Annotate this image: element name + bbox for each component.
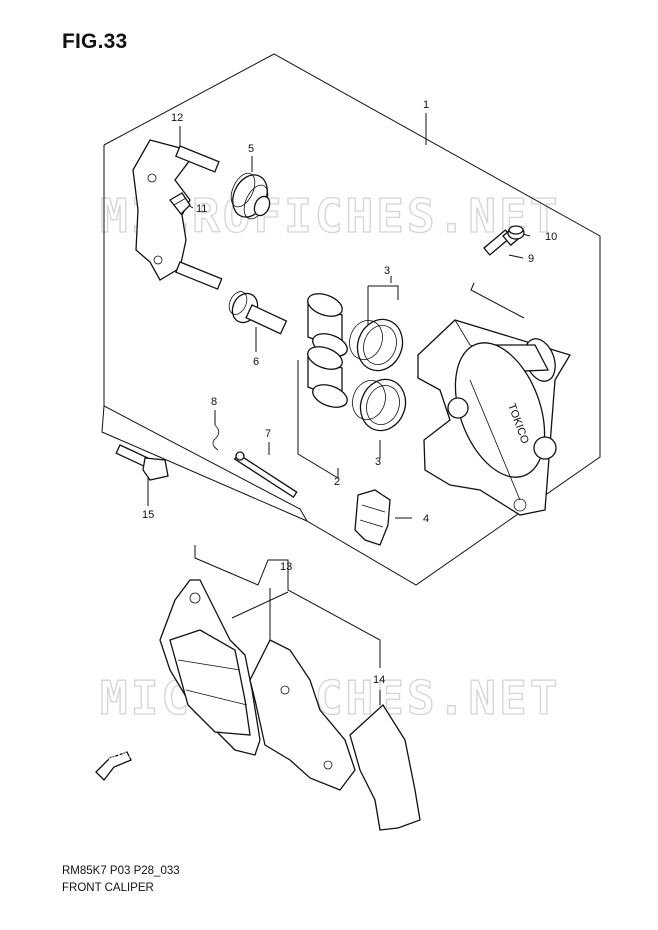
callout-6: 6 — [253, 356, 259, 368]
callout-13: 13 — [280, 561, 292, 573]
brake-pad-13a — [159, 579, 261, 756]
caliper-bracket-12 — [132, 139, 223, 290]
pad-pin-7 — [233, 451, 298, 499]
callout-12: 12 — [171, 112, 183, 124]
document-code: RM85K7 P03 P28_033 — [62, 865, 180, 877]
assembly-outline-left-edge — [101, 405, 308, 522]
pad-shim-14 — [349, 703, 421, 831]
document-title: FRONT CALIPER — [62, 882, 154, 894]
assembly-outline — [103, 53, 601, 586]
fwd-label: FWD — [107, 747, 135, 768]
pad-pin-clip-8 — [212, 424, 220, 451]
callout-11: 11 — [196, 203, 207, 215]
callout-14: 14 — [373, 674, 385, 686]
brake-pad-13b — [249, 639, 356, 791]
callout-2: 2 — [334, 476, 340, 488]
bleeder-cap-10 — [507, 225, 525, 240]
caliper-body: TOKICO — [417, 319, 571, 516]
boot-5 — [230, 172, 271, 220]
callout-5: 5 — [248, 143, 254, 155]
callout-7: 7 — [265, 428, 271, 440]
callout-1: 1 — [423, 99, 429, 111]
callout-10: 10 — [545, 231, 557, 243]
callout-3-top: 3 — [384, 265, 390, 277]
callout-3-bottom: 3 — [375, 456, 381, 468]
figure-label: FIG.33 — [62, 30, 128, 53]
pad-spring-4 — [354, 489, 391, 546]
callouts: 1 2 3 3 4 5 6 7 8 9 10 11 12 13 14 15 — [142, 99, 557, 686]
callout-4: 4 — [423, 513, 429, 525]
slide-pin-6 — [228, 291, 288, 335]
piston-2 — [307, 293, 348, 408]
fwd-arrow-icon: FWD — [95, 747, 135, 781]
watermark-bottom: MICROFICHES.NET — [100, 671, 560, 725]
pad-spring-11 — [169, 192, 191, 215]
callout-15: 15 — [142, 509, 154, 521]
piston-seal-3 — [349, 318, 407, 432]
bracket-bolt-15 — [115, 444, 169, 481]
leader-lines — [147, 113, 531, 705]
callout-8: 8 — [211, 396, 217, 408]
callout-9: 9 — [528, 253, 534, 265]
